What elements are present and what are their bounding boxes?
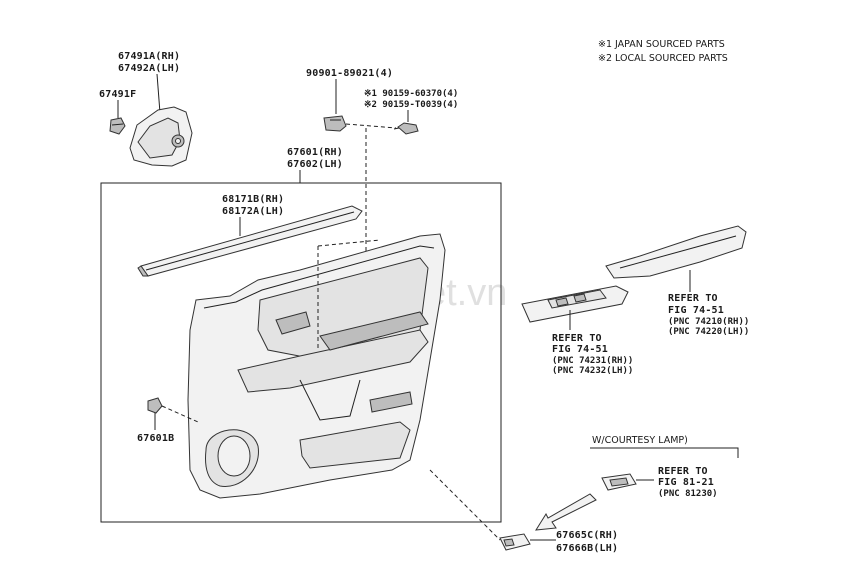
middle-refer-to: REFER TO [552, 333, 602, 344]
legend-local-sourced: ※2 LOCAL SOURCED PARTS [598, 53, 728, 64]
lamp-refer-to: REFER TO [658, 466, 708, 477]
middle-fig: FIG 74-51 [552, 344, 608, 355]
clip-67491f-part [109, 117, 126, 135]
direction-arrow-icon [535, 493, 597, 531]
middle-pnc-lh: (PNC 74232(LH)) [552, 366, 633, 376]
belt-moulding-part [137, 205, 363, 277]
middle-pnc-rh: (PNC 74231(RH)) [552, 356, 633, 366]
label-67666b-lh: 67666B(LH) [556, 543, 618, 554]
upper-pnc-lh: (PNC 74220(LH)) [668, 327, 749, 337]
lamp-lens-part [499, 533, 531, 551]
leader-67491a [156, 73, 161, 114]
label-67665c-rh: 67665C(RH) [556, 530, 618, 541]
screw-dashed-link [345, 123, 397, 129]
label-68172a-lh: 68172A(LH) [222, 206, 284, 217]
armrest-upper-part [605, 225, 747, 279]
upper-refer-to: REFER TO [668, 293, 718, 304]
lamp-fig: FIG 81-21 [658, 477, 714, 488]
label-67601b: 67601B [137, 433, 174, 444]
screw-90159-part [393, 122, 419, 135]
clip-90901-part [323, 115, 347, 132]
courtesy-lamp-bracket [590, 447, 739, 458]
door-trim-panel-part [187, 233, 446, 499]
panel-dashed-2 [317, 239, 381, 247]
label-67491f: 67491F [99, 89, 136, 100]
courtesy-lamp-label: W/COURTESY LAMP) [592, 435, 688, 446]
mirror-cover-part [129, 106, 193, 167]
courtesy-lamp-part [601, 473, 637, 491]
door-trim-frame [100, 182, 502, 523]
label-68171b-rh: 68171B(RH) [222, 194, 284, 205]
upper-pnc-rh: (PNC 74210(RH)) [668, 317, 749, 327]
lamp-pnc: (PNC 81230) [658, 489, 718, 499]
clip-67601b-part [147, 397, 163, 414]
label-67491a-rh: 67491A(RH) [118, 51, 180, 62]
legend-japan-sourced: ※1 JAPAN SOURCED PARTS [598, 39, 725, 50]
upper-fig: FIG 74-51 [668, 305, 724, 316]
label-90159-60370: ※1 90159-60370(4) [364, 89, 458, 99]
lamp-dashed-link [429, 469, 501, 541]
switch-base-part [521, 285, 629, 323]
label-67602-lh: 67602(LH) [287, 159, 343, 170]
label-67601-rh: 67601(RH) [287, 147, 343, 158]
label-90901-89021: 90901-89021(4) [306, 68, 393, 79]
label-67492a-lh: 67492A(LH) [118, 63, 180, 74]
label-90159-t0039: ※2 90159-T0039(4) [364, 100, 458, 110]
